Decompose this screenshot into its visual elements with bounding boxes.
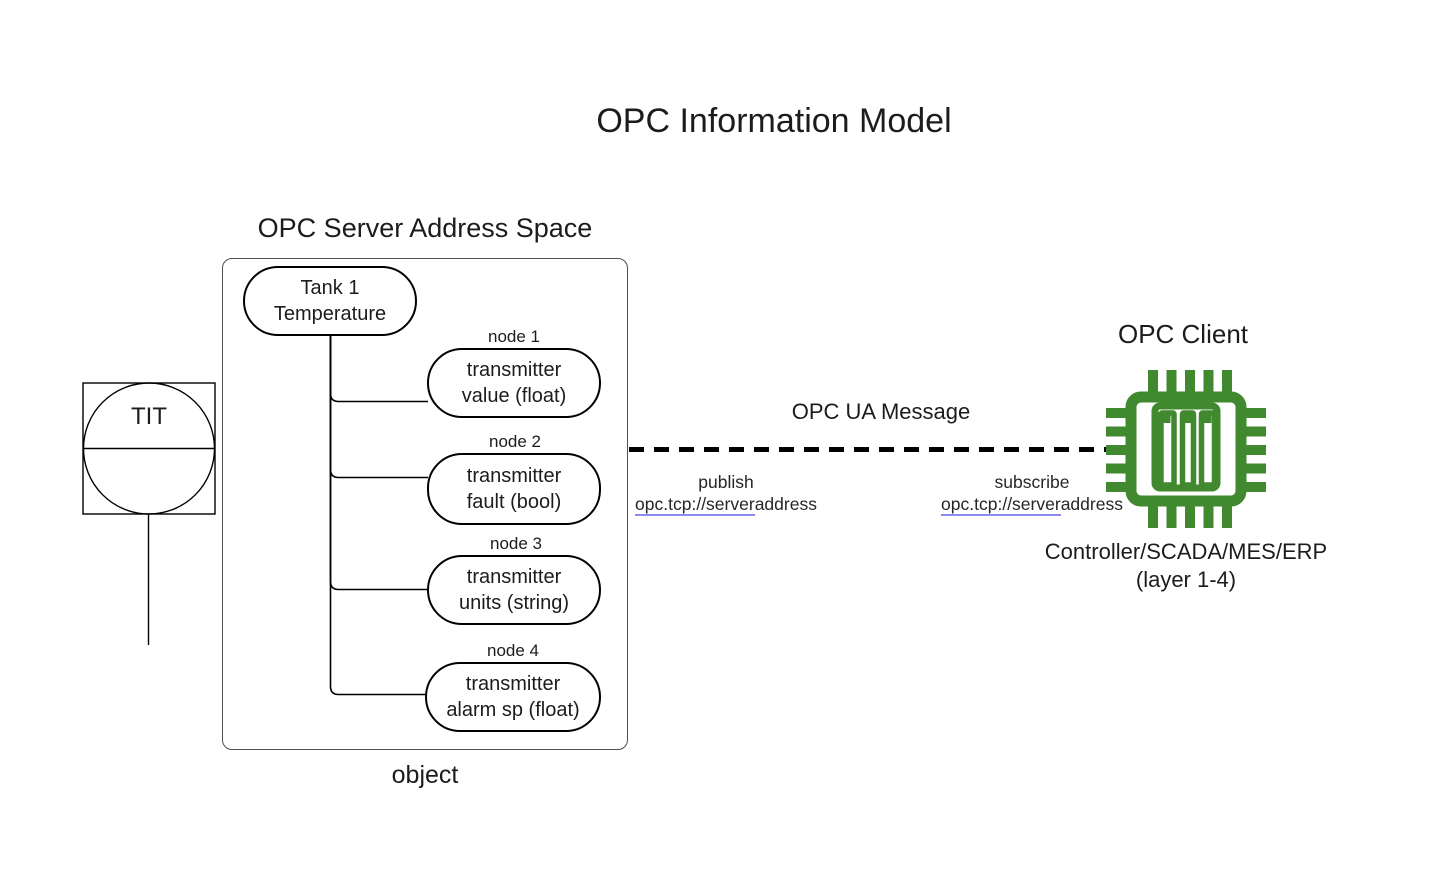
chip-memory-bars (1158, 410, 1218, 488)
tank-temperature-line2: Temperature (273, 303, 387, 325)
opc-ua-message-label: OPC UA Message (791, 399, 971, 424)
subscribe-endpoint: subscribe opc.tcp://serveraddress (932, 472, 1132, 516)
node-2-pill: transmitter fault (bool) (427, 453, 601, 525)
node-3-line1: transmitter (466, 566, 562, 588)
node-4-line1: transmitter (465, 673, 561, 695)
node-2-tag: node 2 (489, 432, 541, 451)
microchip-icon (1106, 370, 1266, 528)
subscribe-label: subscribe (994, 472, 1070, 492)
server-address-space-heading: OPC Server Address Space (257, 213, 593, 243)
subscribe-url-rest: address (1060, 494, 1123, 514)
node-3-tag: node 3 (490, 534, 542, 553)
node-4-tag: node 4 (487, 641, 539, 660)
object-caption: object (391, 761, 459, 789)
server-address-space-container (222, 258, 628, 750)
chip-pins (1106, 370, 1266, 528)
tank-temperature-line1: Tank 1 (300, 277, 360, 299)
page-title: OPC Information Model (596, 102, 952, 140)
node-2-line1: transmitter (466, 465, 562, 487)
node-4-pill: transmitter alarm sp (float) (425, 662, 601, 732)
subscribe-url-link[interactable]: opc.tcp://server (941, 494, 1061, 516)
client-caption: Controller/SCADA/MES/ERP (layer 1-4) (1036, 538, 1336, 594)
node-1-line2: value (float) (461, 385, 567, 407)
tit-instrument-label: TIT (131, 403, 167, 430)
tit-instrument-symbol (82, 382, 216, 645)
node-4-line2: alarm sp (float) (446, 699, 580, 721)
tank-temperature-node: Tank 1 Temperature (243, 266, 417, 336)
node-3-line2: units (string) (458, 592, 570, 614)
publish-label: publish (698, 472, 754, 492)
node-1-tag: node 1 (488, 327, 540, 346)
node-3-pill: transmitter units (string) (427, 555, 601, 625)
publish-endpoint: publish opc.tcp://serveraddress (626, 472, 826, 516)
tree-connector-node-4 (329, 336, 428, 696)
node-2-line2: fault (bool) (466, 491, 562, 513)
tree-connectors (329, 336, 428, 696)
node-1-line1: transmitter (466, 359, 562, 381)
subscribe-url: opc.tcp://serveraddress (932, 494, 1132, 516)
publish-url-rest: address (754, 494, 817, 514)
client-caption-line1: Controller/SCADA/MES/ERP (1044, 539, 1328, 564)
node-1-pill: transmitter value (float) (427, 348, 601, 418)
publish-url-link[interactable]: opc.tcp://server (635, 494, 755, 516)
opc-client-heading: OPC Client (1117, 319, 1249, 349)
client-caption-line2: (layer 1-4) (1135, 567, 1237, 592)
publish-url: opc.tcp://serveraddress (626, 494, 826, 516)
